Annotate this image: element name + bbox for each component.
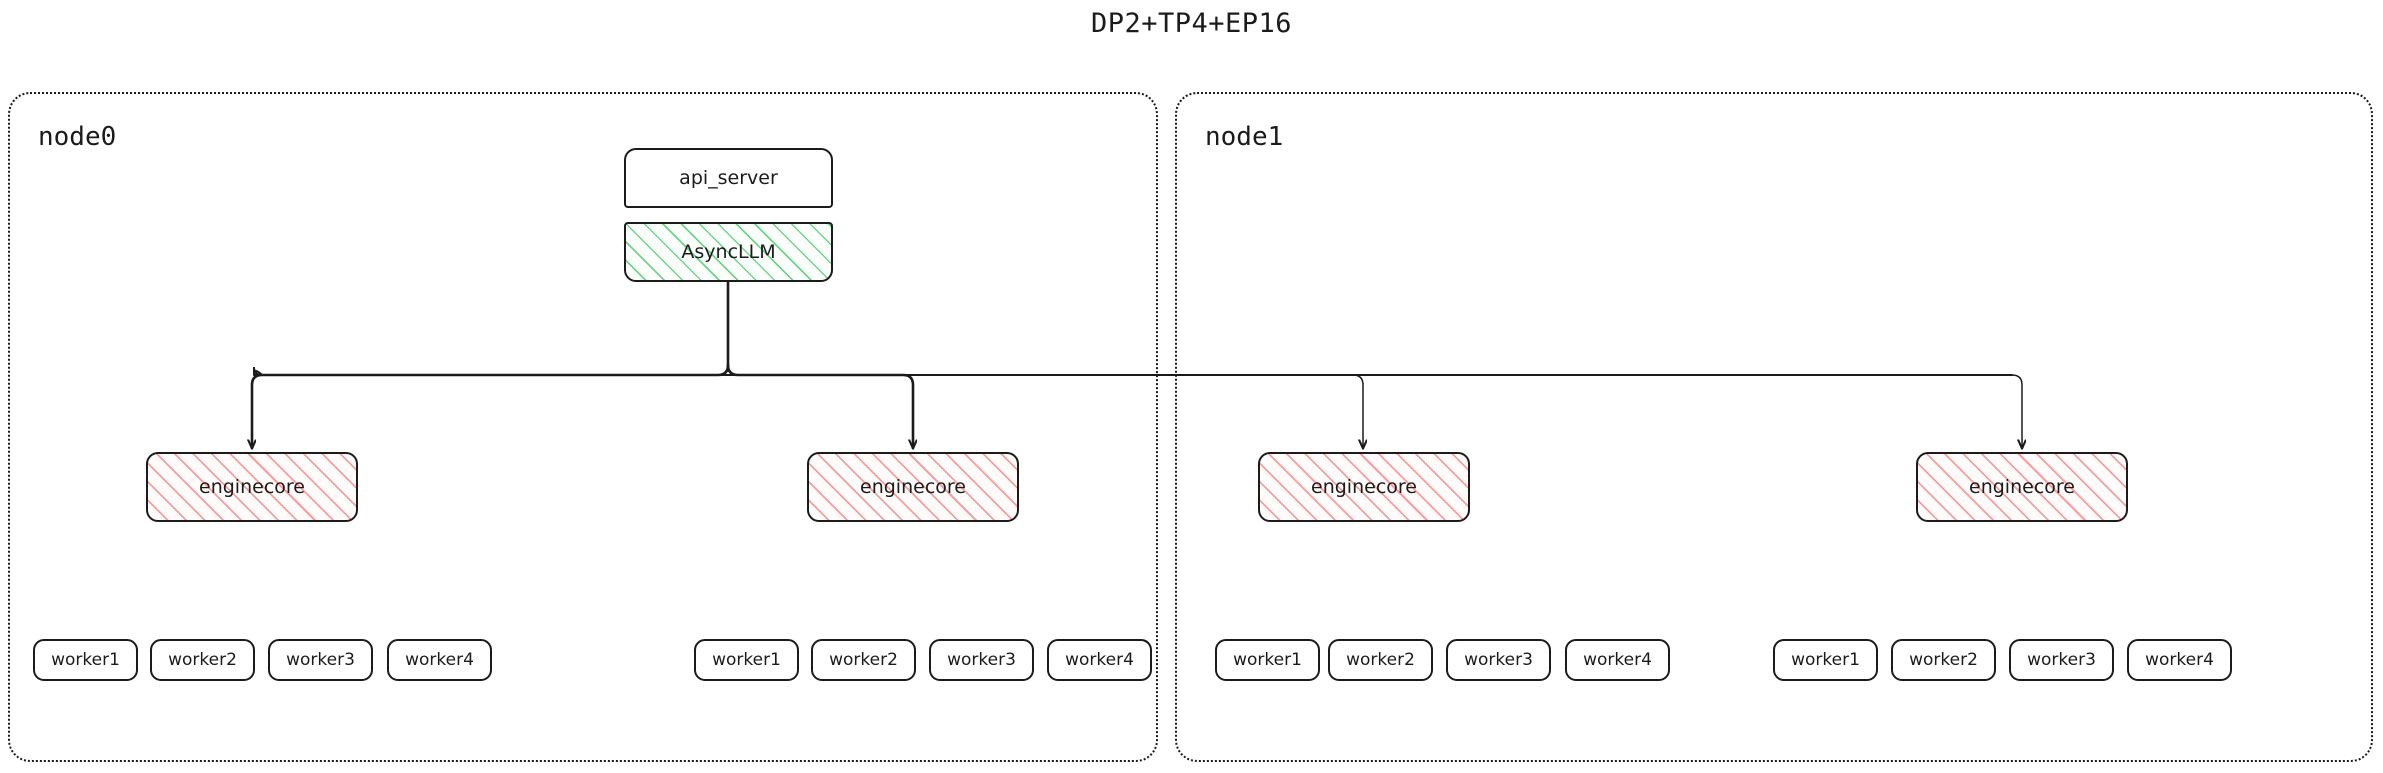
block-api-server-label: api_server	[679, 167, 778, 189]
worker-node0-g0-3-label: worker3	[286, 650, 355, 670]
worker-node1-g0-4[interactable]: worker4	[1565, 639, 1670, 681]
enginecore-node0-0-label: enginecore	[199, 476, 305, 498]
worker-node1-g1-4[interactable]: worker4	[2127, 639, 2232, 681]
worker-node0-g0-1[interactable]: worker1	[33, 639, 138, 681]
worker-node1-g1-3-label: worker3	[2027, 650, 2096, 670]
worker-node1-g1-2[interactable]: worker2	[1891, 639, 1996, 681]
worker-node0-g1-1-label: worker1	[712, 650, 781, 670]
worker-node1-g0-1[interactable]: worker1	[1215, 639, 1320, 681]
worker-node0-g1-4-label: worker4	[1065, 650, 1134, 670]
worker-node1-g1-1-label: worker1	[1791, 650, 1860, 670]
worker-node1-g1-3[interactable]: worker3	[2009, 639, 2114, 681]
worker-node0-g0-1-label: worker1	[51, 650, 120, 670]
block-asyncllm-label: AsyncLLM	[681, 241, 776, 263]
enginecore-node0-1[interactable]: enginecore	[807, 452, 1019, 522]
block-asyncllm[interactable]: AsyncLLM	[624, 222, 833, 282]
enginecore-node0-0[interactable]: enginecore	[146, 452, 358, 522]
node-label-node0: node0	[38, 122, 117, 152]
worker-node0-g1-4[interactable]: worker4	[1047, 639, 1152, 681]
worker-node0-g1-3-label: worker3	[947, 650, 1016, 670]
worker-node0-g1-2[interactable]: worker2	[811, 639, 916, 681]
worker-node0-g0-4-label: worker4	[405, 650, 474, 670]
worker-node0-g0-2-label: worker2	[168, 650, 237, 670]
worker-node1-g0-2-label: worker2	[1346, 650, 1415, 670]
worker-node0-g0-4[interactable]: worker4	[387, 639, 492, 681]
enginecore-node1-1-label: enginecore	[1969, 476, 2075, 498]
node-label-node1: node1	[1205, 122, 1284, 152]
worker-node1-g0-3-label: worker3	[1464, 650, 1533, 670]
worker-node0-g0-3[interactable]: worker3	[268, 639, 373, 681]
worker-node0-g0-2[interactable]: worker2	[150, 639, 255, 681]
diagram-title: DP2+TP4+EP16	[1090, 8, 1293, 39]
enginecore-node0-1-label: enginecore	[860, 476, 966, 498]
block-api-server[interactable]: api_server	[624, 148, 833, 208]
worker-node1-g1-1[interactable]: worker1	[1773, 639, 1878, 681]
worker-node1-g0-2[interactable]: worker2	[1328, 639, 1433, 681]
worker-node1-g0-1-label: worker1	[1233, 650, 1302, 670]
worker-node0-g1-1[interactable]: worker1	[694, 639, 799, 681]
enginecore-node1-0-label: enginecore	[1311, 476, 1417, 498]
enginecore-node1-0[interactable]: enginecore	[1258, 452, 1470, 522]
worker-node1-g0-3[interactable]: worker3	[1446, 639, 1551, 681]
worker-node1-g0-4-label: worker4	[1583, 650, 1652, 670]
worker-node1-g1-2-label: worker2	[1909, 650, 1978, 670]
worker-node1-g1-4-label: worker4	[2145, 650, 2214, 670]
enginecore-node1-1[interactable]: enginecore	[1916, 452, 2128, 522]
worker-node0-g1-3[interactable]: worker3	[929, 639, 1034, 681]
worker-node0-g1-2-label: worker2	[829, 650, 898, 670]
